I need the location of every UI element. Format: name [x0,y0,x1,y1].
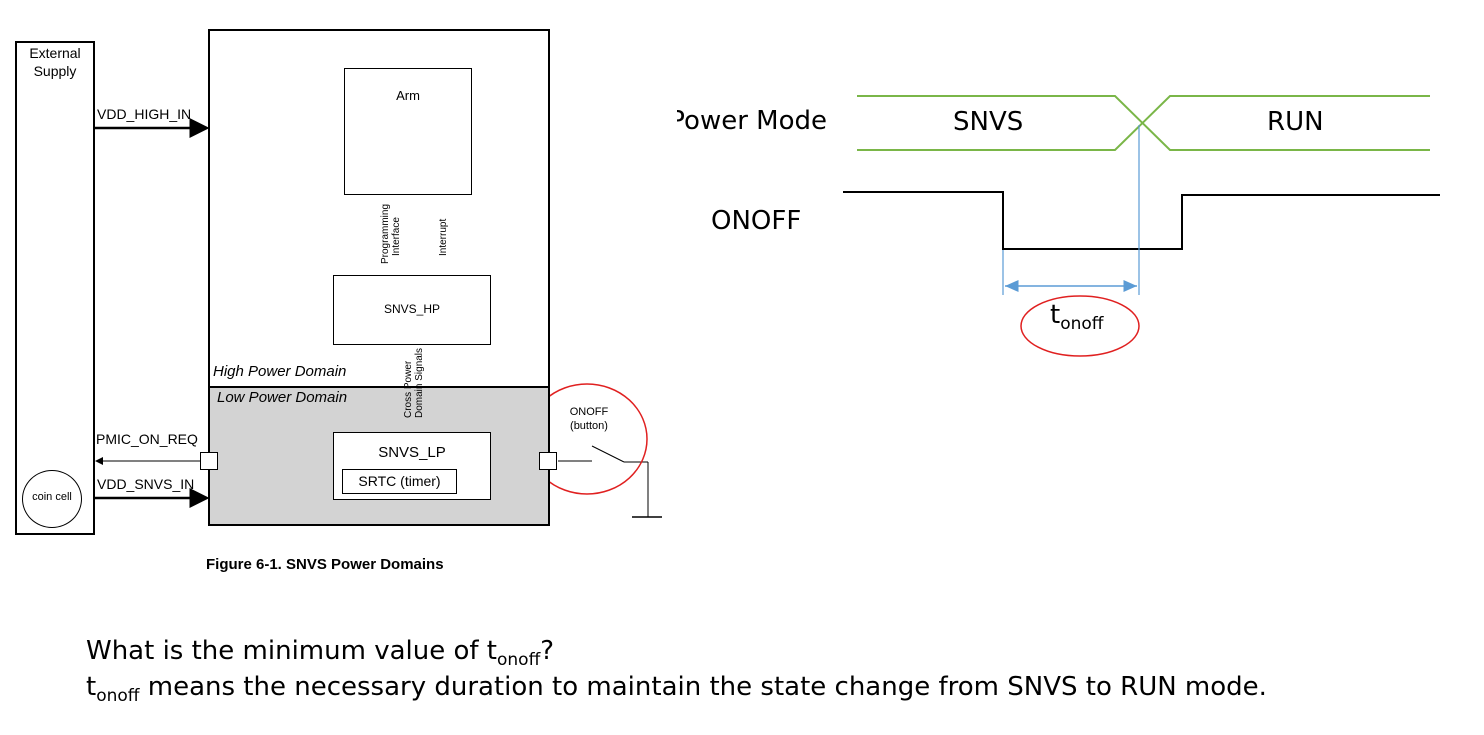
vdd-high-in-label: VDD_HIGH_IN [97,106,192,122]
srtc-box [342,469,457,494]
state-snvs-label: SNVS [953,107,1024,137]
snvs-lp-label: SNVS_LP [378,444,446,461]
question-line-2: tonoff means the necessary duration to m… [86,672,1267,706]
coin-cell-label: coin cell [32,491,72,503]
cross-power-domain-label: Cross Power Domain Signals [403,347,425,418]
pmic-on-req-label: PMIC_ON_REQ [96,431,198,447]
snvs-hp-label: SNVS_HP [383,302,441,316]
switch-lever [591,445,625,463]
power-mode-label: Power Mode [677,106,827,136]
external-supply-label: External Supply [29,45,81,79]
coin-cell-circle [22,470,82,528]
srtc-label: SRTC (timer) [358,473,441,489]
figure-caption: Figure 6-1. SNVS Power Domains [206,556,444,573]
t-onoff-highlight-ellipse [1020,295,1140,357]
arm-box [344,68,472,195]
interrupt-label: Interrupt [438,218,449,256]
question-line-1: What is the minimum value of tonoff? [86,636,555,670]
onoff-signal-label: ONOFF [711,206,802,236]
vdd-snvs-in-label: VDD_SNVS_IN [97,476,195,492]
power-mode-bus-bottom [857,95,1430,151]
arm-label: Arm [396,88,420,103]
snvs-hp-box [333,275,491,345]
low-power-domain-label: Low Power Domain [217,389,348,406]
onoff-button-label: ONOFF (button) [569,406,609,432]
power-mode-label-clip: Power Mode [677,106,827,144]
programming-interface-label: Programming Interface [380,203,402,264]
onoff-port [539,452,557,470]
high-power-domain-label: High Power Domain [213,363,347,380]
state-run-label: RUN [1267,107,1324,137]
onoff-waveform [843,191,1440,250]
t-onoff-label: tonoff [1050,300,1104,334]
timing-waveforms [843,95,1440,357]
pmic-port [200,452,218,470]
external-supply-box [15,41,95,535]
